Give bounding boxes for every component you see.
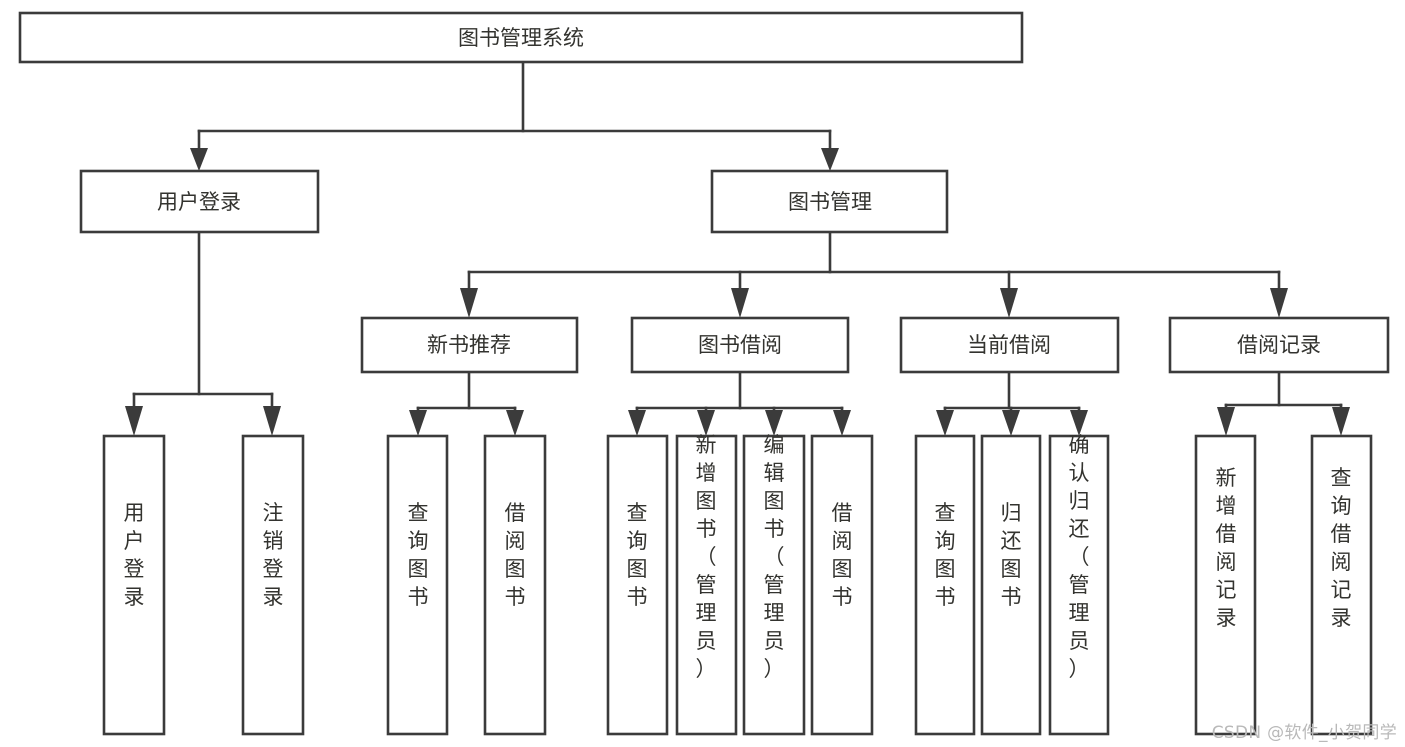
leaf-logout-label: 注销登录: [263, 501, 284, 609]
leaf-confirm-return-label: 确认归还（管理员）: [1069, 433, 1090, 681]
leaf-add-book-label: 新增图书（管理员）: [696, 433, 717, 681]
leaf-borrow-book-2-box[interactable]: [810, 434, 874, 736]
node-borrow-record-box[interactable]: [1168, 316, 1390, 374]
node-borrow-record-label: 借阅记录: [1237, 333, 1321, 357]
leaf-query-record-label: 查询借阅记录: [1331, 466, 1352, 630]
arrow-head-new-book-recommend: [460, 288, 478, 318]
arrow-head-book-manage: [821, 148, 839, 171]
leaf-query-book-2-label: 查询图书: [627, 501, 648, 609]
arrow-head-leaf-borrow-book-1: [506, 410, 524, 436]
arrow-head-borrow-record: [1270, 288, 1288, 318]
node-book-borrow-box[interactable]: [630, 316, 850, 374]
arrow-head-leaf-edit-book: [765, 410, 783, 436]
node-root[interactable]: 图书管理系统: [18, 11, 1024, 64]
leaf-logout-box[interactable]: [241, 434, 305, 736]
leaf-query-book-3-box[interactable]: [914, 434, 976, 736]
leaf-user-login-label: 用户登录: [124, 501, 145, 609]
leaf-borrow-book-2[interactable]: 借阅图书: [810, 434, 874, 736]
leaf-add-record-label: 新增借阅记录: [1216, 466, 1237, 630]
csdn-watermark: CSDN @软件_小贺同学: [1211, 723, 1397, 743]
leaf-edit-book-box[interactable]: [742, 434, 806, 736]
arrow-head-leaf-confirm-return: [1070, 410, 1088, 436]
node-current-borrow-box[interactable]: [899, 316, 1120, 374]
leaf-add-book[interactable]: 新增图书（管理员）: [675, 433, 738, 736]
node-root-box[interactable]: [18, 11, 1024, 64]
arrow-head-leaf-query-book-1: [409, 410, 427, 436]
arrow-head-leaf-user-login: [125, 406, 143, 436]
node-book-manage-box[interactable]: [710, 169, 949, 234]
leaf-query-book-3-label: 查询图书: [935, 501, 956, 609]
leaf-return-book-box[interactable]: [980, 434, 1042, 736]
leaf-add-record[interactable]: 新增借阅记录: [1194, 434, 1257, 736]
leaf-query-book-2[interactable]: 查询图书: [606, 434, 669, 736]
node-root-label: 图书管理系统: [458, 26, 584, 50]
leaf-borrow-book-1[interactable]: 借阅图书: [483, 434, 547, 736]
leaf-edit-book-label: 编辑图书（管理员）: [764, 433, 785, 681]
leaf-user-login[interactable]: 用户登录: [102, 434, 166, 736]
node-user-login-label: 用户登录: [157, 190, 241, 214]
leaf-query-book-3[interactable]: 查询图书: [914, 434, 976, 736]
arrow-head-current-borrow: [1000, 288, 1018, 318]
node-borrow-record[interactable]: 借阅记录: [1168, 316, 1390, 374]
node-new-book-recommend-label: 新书推荐: [427, 333, 511, 357]
leaf-add-record-box[interactable]: [1194, 434, 1257, 736]
leaf-confirm-return[interactable]: 确认归还（管理员）: [1048, 433, 1110, 736]
leaf-edit-book[interactable]: 编辑图书（管理员）: [742, 433, 806, 736]
node-current-borrow-label: 当前借阅: [967, 333, 1051, 357]
arrow-head-leaf-borrow-book-2: [833, 410, 851, 436]
node-current-borrow[interactable]: 当前借阅: [899, 316, 1120, 374]
node-book-borrow-label: 图书借阅: [698, 333, 782, 357]
node-user-login[interactable]: 用户登录: [79, 169, 320, 234]
arrow-head-leaf-query-book-3: [936, 410, 954, 436]
leaf-query-book-1[interactable]: 查询图书: [386, 434, 449, 736]
leaf-query-book-1-label: 查询图书: [408, 501, 429, 609]
node-book-manage[interactable]: 图书管理: [710, 169, 949, 234]
leaf-borrow-book-1-label: 借阅图书: [505, 501, 526, 609]
leaf-user-login-box[interactable]: [102, 434, 166, 736]
arrow-head-book-borrow: [731, 288, 749, 318]
leaf-query-record[interactable]: 查询借阅记录: [1310, 434, 1373, 736]
arrow-head-leaf-query-record: [1332, 407, 1350, 436]
leaf-borrow-book-2-label: 借阅图书: [832, 501, 853, 609]
leaf-query-book-2-box[interactable]: [606, 434, 669, 736]
leaf-add-book-box[interactable]: [675, 434, 738, 736]
arrow-head-leaf-query-book-2: [628, 410, 646, 436]
leaf-return-book-label: 归还图书: [1001, 501, 1022, 609]
node-new-book-recommend[interactable]: 新书推荐: [360, 316, 579, 374]
arrow-head-leaf-logout: [263, 406, 281, 436]
arrow-head-leaf-return-book: [1002, 410, 1020, 436]
leaf-borrow-book-1-box[interactable]: [483, 434, 547, 736]
node-new-book-recommend-box[interactable]: [360, 316, 579, 374]
arrow-head-leaf-add-book: [697, 410, 715, 436]
leaf-confirm-return-box[interactable]: [1048, 434, 1110, 736]
leaf-logout[interactable]: 注销登录: [241, 434, 305, 736]
node-book-manage-label: 图书管理: [788, 190, 872, 214]
arrow-head-user-login: [190, 148, 208, 171]
leaf-return-book[interactable]: 归还图书: [980, 434, 1042, 736]
leaf-query-book-1-box[interactable]: [386, 434, 449, 736]
arrow-head-leaf-add-record: [1217, 407, 1235, 436]
node-user-login-box[interactable]: [79, 169, 320, 234]
connector-layer: [125, 60, 1350, 436]
leaf-query-record-box[interactable]: [1310, 434, 1373, 736]
node-book-borrow[interactable]: 图书借阅: [630, 316, 850, 374]
